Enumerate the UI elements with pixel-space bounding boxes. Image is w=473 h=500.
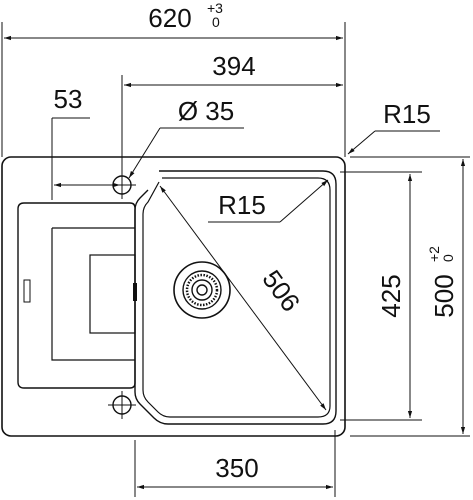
extension-lines xyxy=(1,22,470,497)
dim-bowl-offset-value: 394 xyxy=(212,51,255,81)
bowl-inner xyxy=(142,177,331,418)
dim-bowl-width-value: 350 xyxy=(215,453,258,483)
dim-bowl-radius-value: R15 xyxy=(218,190,266,220)
dim-hole-diameter: Ø 35 xyxy=(128,96,244,179)
dim-overall-depth-tol-lower: 0 xyxy=(440,254,456,262)
drainboard-outline xyxy=(17,202,136,389)
drain-strainer xyxy=(173,261,231,319)
dim-edge-to-hole-value: 53 xyxy=(54,84,83,114)
drainboard-inner xyxy=(51,227,135,361)
dim-outer-radius: R15 xyxy=(347,99,440,155)
dim-overall-width-tol-upper: +3 xyxy=(207,0,223,16)
dim-bowl-radius: R15 xyxy=(208,179,329,223)
tap-hole-bottom xyxy=(108,391,136,419)
dim-hole-diameter-value: Ø 35 xyxy=(178,96,234,126)
dim-edge-to-hole: 53 xyxy=(52,84,120,188)
dim-overall-width-tol-lower: 0 xyxy=(212,14,220,30)
overflow-slot xyxy=(23,279,31,303)
dim-overall-width: 620 +3 0 xyxy=(4,0,343,41)
dim-overall-depth-value: 500 xyxy=(429,274,459,317)
sink-outer-edge xyxy=(1,156,346,437)
dim-overall-depth: 500 +2 0 xyxy=(426,159,466,434)
dim-bowl-width: 350 xyxy=(137,453,333,490)
dim-overall-width-value: 620 xyxy=(148,3,191,33)
bowl-outer xyxy=(134,170,337,425)
dim-bowl-depth-value: 425 xyxy=(376,274,406,317)
dim-overall-depth-tol-upper: +2 xyxy=(426,246,442,262)
drainboard-groove xyxy=(89,254,136,334)
dim-bowl-depth: 425 xyxy=(376,174,413,418)
dim-bowl-offset: 394 xyxy=(124,51,343,88)
dim-outer-radius-value: R15 xyxy=(383,99,431,129)
dim-bowl-diagonal-value: 506 xyxy=(256,264,306,317)
